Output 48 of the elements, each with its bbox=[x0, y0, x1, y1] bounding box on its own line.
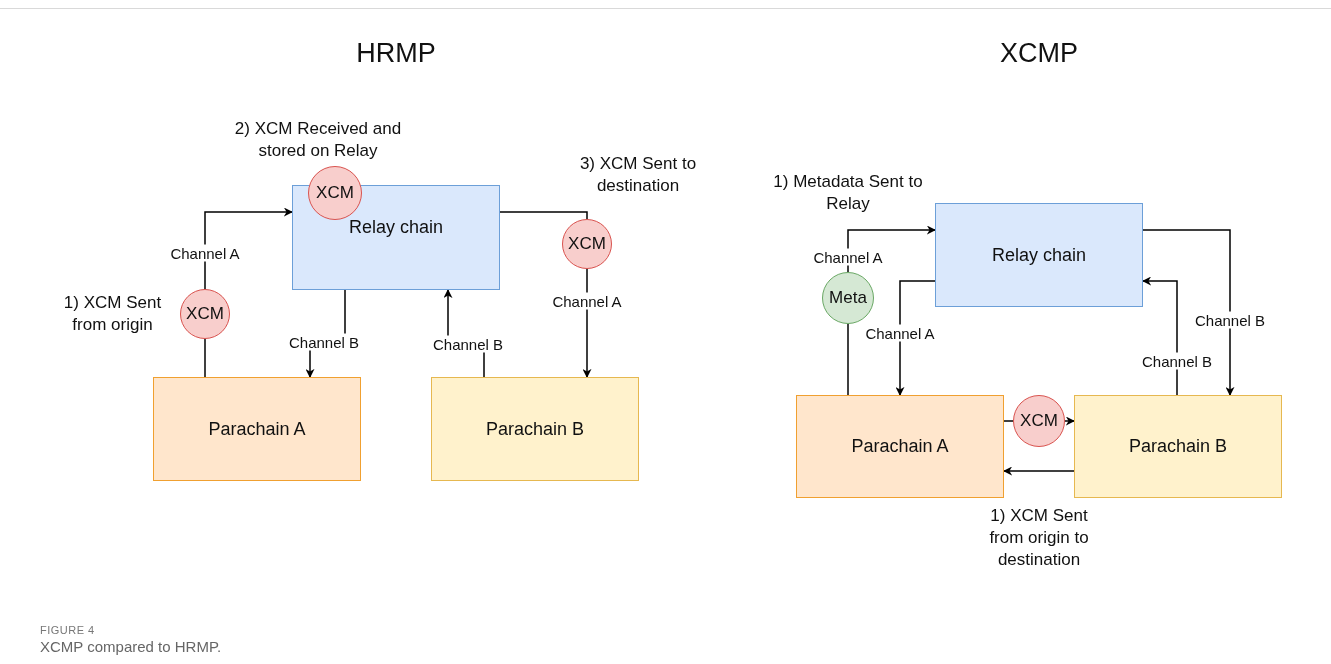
message-label: XCM bbox=[1020, 411, 1058, 431]
edge-label: Channel A bbox=[169, 244, 241, 262]
message-circle bbox=[1013, 395, 1065, 447]
parachain-box bbox=[153, 377, 361, 481]
message-circle bbox=[822, 272, 874, 324]
arrow bbox=[1142, 276, 1178, 396]
step-annotation: 2) XCM Received and stored on Relay bbox=[233, 118, 403, 162]
step-annotation: 1) Metadata Sent to Relay bbox=[773, 171, 923, 215]
box-label: Parachain B bbox=[485, 418, 585, 440]
edge-label: Channel A bbox=[864, 324, 936, 342]
connector-line bbox=[1003, 420, 1014, 422]
relay-chain-box bbox=[935, 203, 1143, 307]
arrow bbox=[1064, 416, 1075, 426]
message-label: Meta bbox=[829, 288, 867, 308]
edge-label: Channel B bbox=[431, 335, 505, 353]
step-annotation: 1) XCM Sent from origin to destination bbox=[988, 505, 1090, 571]
edge-label: Channel A bbox=[551, 292, 623, 310]
parachain-box bbox=[796, 395, 1004, 498]
message-label: XCM bbox=[316, 183, 354, 203]
box-label: Relay chain bbox=[991, 244, 1087, 266]
edge-label: Channel B bbox=[1193, 311, 1267, 329]
arrow bbox=[204, 207, 293, 290]
parachain-box bbox=[1074, 395, 1282, 498]
connector-line bbox=[847, 323, 849, 396]
parachain-box bbox=[431, 377, 639, 481]
section-heading: XCMP bbox=[1000, 38, 1078, 69]
box-label: Parachain B bbox=[1128, 436, 1228, 457]
edge-label: Channel A bbox=[812, 248, 884, 266]
figure-caption: XCMP compared to HRMP. bbox=[40, 638, 222, 655]
message-circle bbox=[308, 166, 362, 220]
connector-line bbox=[499, 211, 588, 220]
message-circle bbox=[562, 219, 612, 269]
arrow bbox=[895, 280, 936, 396]
step-annotation: 1) XCM Sent from origin bbox=[62, 292, 163, 336]
connector-line bbox=[204, 338, 206, 378]
step-annotation: 3) XCM Sent to destination bbox=[578, 153, 698, 197]
box-label: Parachain A bbox=[208, 418, 306, 440]
box-label: Parachain A bbox=[851, 436, 949, 457]
figure-number: FIGURE 4 bbox=[40, 624, 95, 636]
message-label: XCM bbox=[186, 304, 224, 324]
box-label: Relay chain bbox=[348, 217, 444, 238]
arrow bbox=[1003, 466, 1075, 476]
relay-chain-box bbox=[292, 185, 500, 290]
section-heading: HRMP bbox=[356, 38, 436, 69]
edge-label: Channel B bbox=[1140, 352, 1214, 370]
edge-label: Channel B bbox=[287, 333, 361, 351]
message-circle bbox=[180, 289, 230, 339]
message-label: XCM bbox=[568, 234, 606, 254]
